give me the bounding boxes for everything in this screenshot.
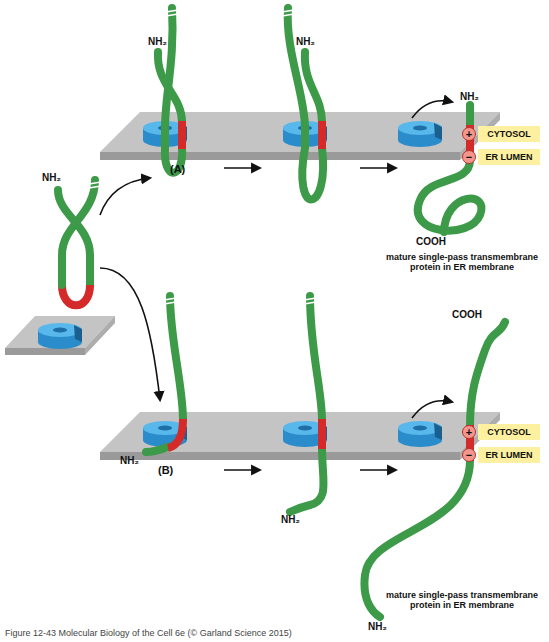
chain-stage: [158, 8, 182, 173]
terminus-label: NH₂: [42, 172, 61, 184]
step-arrow: [360, 469, 396, 471]
polypeptide: [288, 8, 323, 199]
node-text: +: [466, 427, 472, 438]
result-note: mature single-pass transmembrane protein…: [376, 252, 548, 273]
result-note: mature single-pass transmembrane protein…: [376, 590, 548, 611]
process-arrows: [100, 101, 452, 470]
signal-anchor: [62, 285, 90, 305]
polypeptide: [470, 322, 505, 426]
node-text: ER LUMEN: [486, 451, 533, 460]
translocon: [398, 421, 442, 447]
polypeptide: [165, 8, 182, 173]
nascent-chain: [58, 180, 101, 305]
terminus-label: NH₂: [296, 36, 315, 48]
node-text: ER LUMEN: [486, 153, 533, 162]
compartment-label: CYTOSOL: [478, 424, 540, 440]
charge-sign: +: [462, 127, 476, 141]
polypeptide: [146, 447, 168, 452]
charge-sign: +: [462, 425, 476, 439]
terminus-label: NH₂: [460, 91, 479, 103]
figure-caption: Figure 12-43 Molecular Biology of the Ce…: [5, 628, 292, 638]
polypeptide: [466, 105, 474, 126]
chain-stage: [282, 8, 323, 199]
break-mark: [164, 298, 176, 304]
mature-protein: [418, 105, 482, 232]
terminus-label: NH₂: [148, 36, 167, 48]
terminus-label: NH₂: [368, 621, 387, 633]
polypeptide: [170, 296, 183, 420]
polypeptide: [290, 448, 324, 512]
membrane-top: [100, 112, 500, 152]
release-arrow: [412, 401, 452, 418]
signal-anchor: [168, 419, 183, 448]
signal-anchor: [318, 121, 326, 149]
chain-stage: [146, 296, 183, 452]
charge-sign: −: [462, 150, 476, 164]
er-membrane: [100, 112, 500, 160]
node-text: −: [466, 152, 472, 163]
pathway-arrow: [100, 178, 150, 215]
er-membrane: [5, 316, 115, 355]
translocon: [398, 121, 442, 147]
charge-sign: −: [462, 448, 476, 462]
node-text: CYTOSOL: [487, 130, 530, 139]
compartment-label: CYTOSOL: [478, 126, 540, 142]
panel-label: (B): [158, 464, 173, 477]
membrane-edge: [100, 152, 460, 160]
terminus-label: NH₂: [120, 455, 139, 467]
translocon: [38, 323, 82, 349]
node-text: −: [466, 450, 472, 461]
polypeptide: [62, 180, 95, 285]
step-arrow: [224, 167, 260, 169]
release-arrow: [412, 101, 452, 118]
membrane-top: [100, 412, 500, 452]
break-mark: [304, 298, 316, 304]
compartment-label: ER LUMEN: [478, 149, 540, 165]
terminus-label: COOH: [416, 236, 446, 248]
signal-anchor: [178, 121, 186, 149]
node-text: +: [466, 129, 472, 140]
break-mark: [89, 182, 101, 188]
er-membrane: [100, 412, 500, 460]
break-mark: [282, 10, 294, 16]
step-arrow: [360, 167, 396, 169]
compartment-label: ER LUMEN: [478, 447, 540, 463]
chain-stage: [290, 296, 324, 512]
panel-label: (A): [170, 163, 185, 176]
node-text: CYTOSOL: [487, 428, 530, 437]
membrane-top: [5, 316, 115, 348]
polypeptide: [310, 296, 322, 420]
membrane-side: [85, 316, 115, 355]
signal-anchor: [318, 419, 326, 449]
membrane-edge: [5, 348, 85, 355]
terminus-label: COOH: [452, 309, 482, 321]
step-arrow: [224, 469, 260, 471]
polypeptide: [418, 160, 482, 232]
pathway-arrow: [100, 268, 160, 400]
terminus-label: NH₂: [281, 514, 300, 526]
break-mark: [166, 10, 178, 16]
